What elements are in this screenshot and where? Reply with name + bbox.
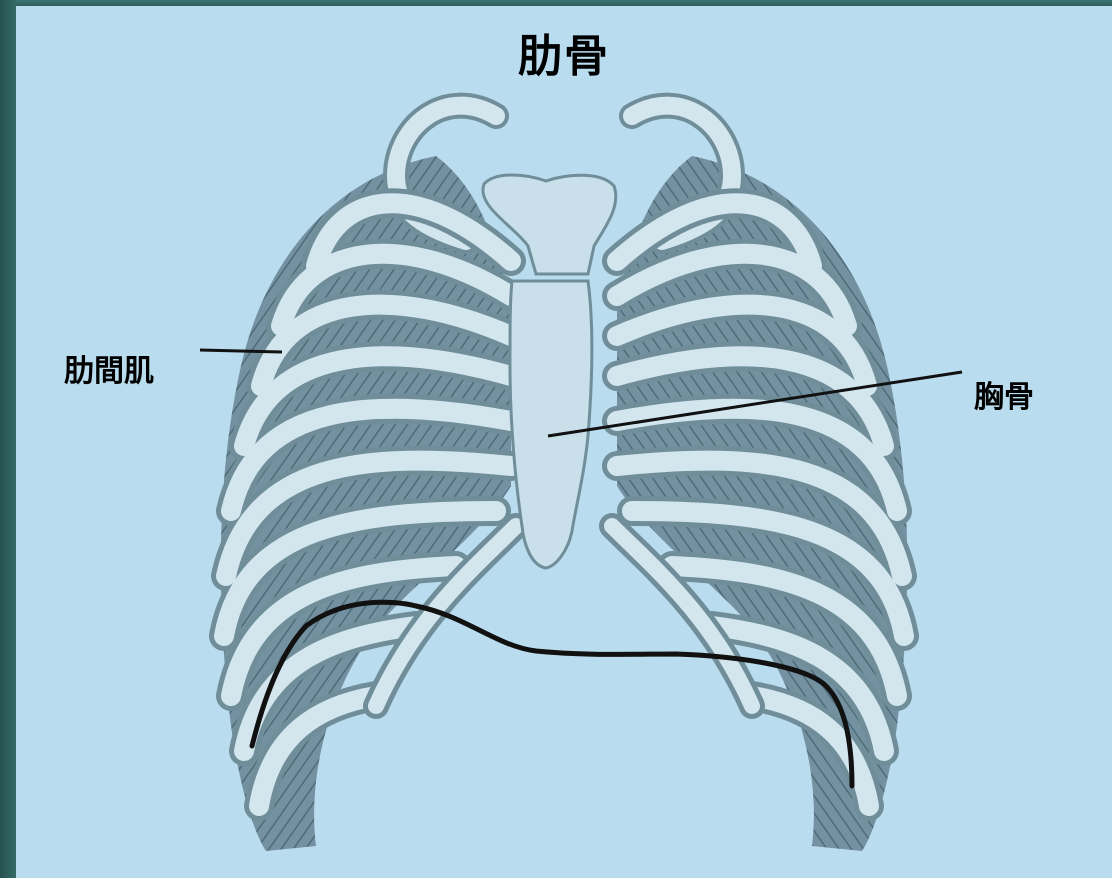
slide-left-edge	[0, 0, 16, 878]
label-sternum: 胸骨	[974, 372, 1034, 416]
diagram-panel: 肋骨 肋間肌 胸骨	[16, 6, 1112, 878]
diagram-title: 肋骨	[16, 20, 1112, 84]
intercostal-leader-line	[200, 350, 282, 352]
ribcage-illustration	[16, 6, 1112, 878]
label-intercostal-muscle: 肋間肌	[64, 346, 154, 390]
